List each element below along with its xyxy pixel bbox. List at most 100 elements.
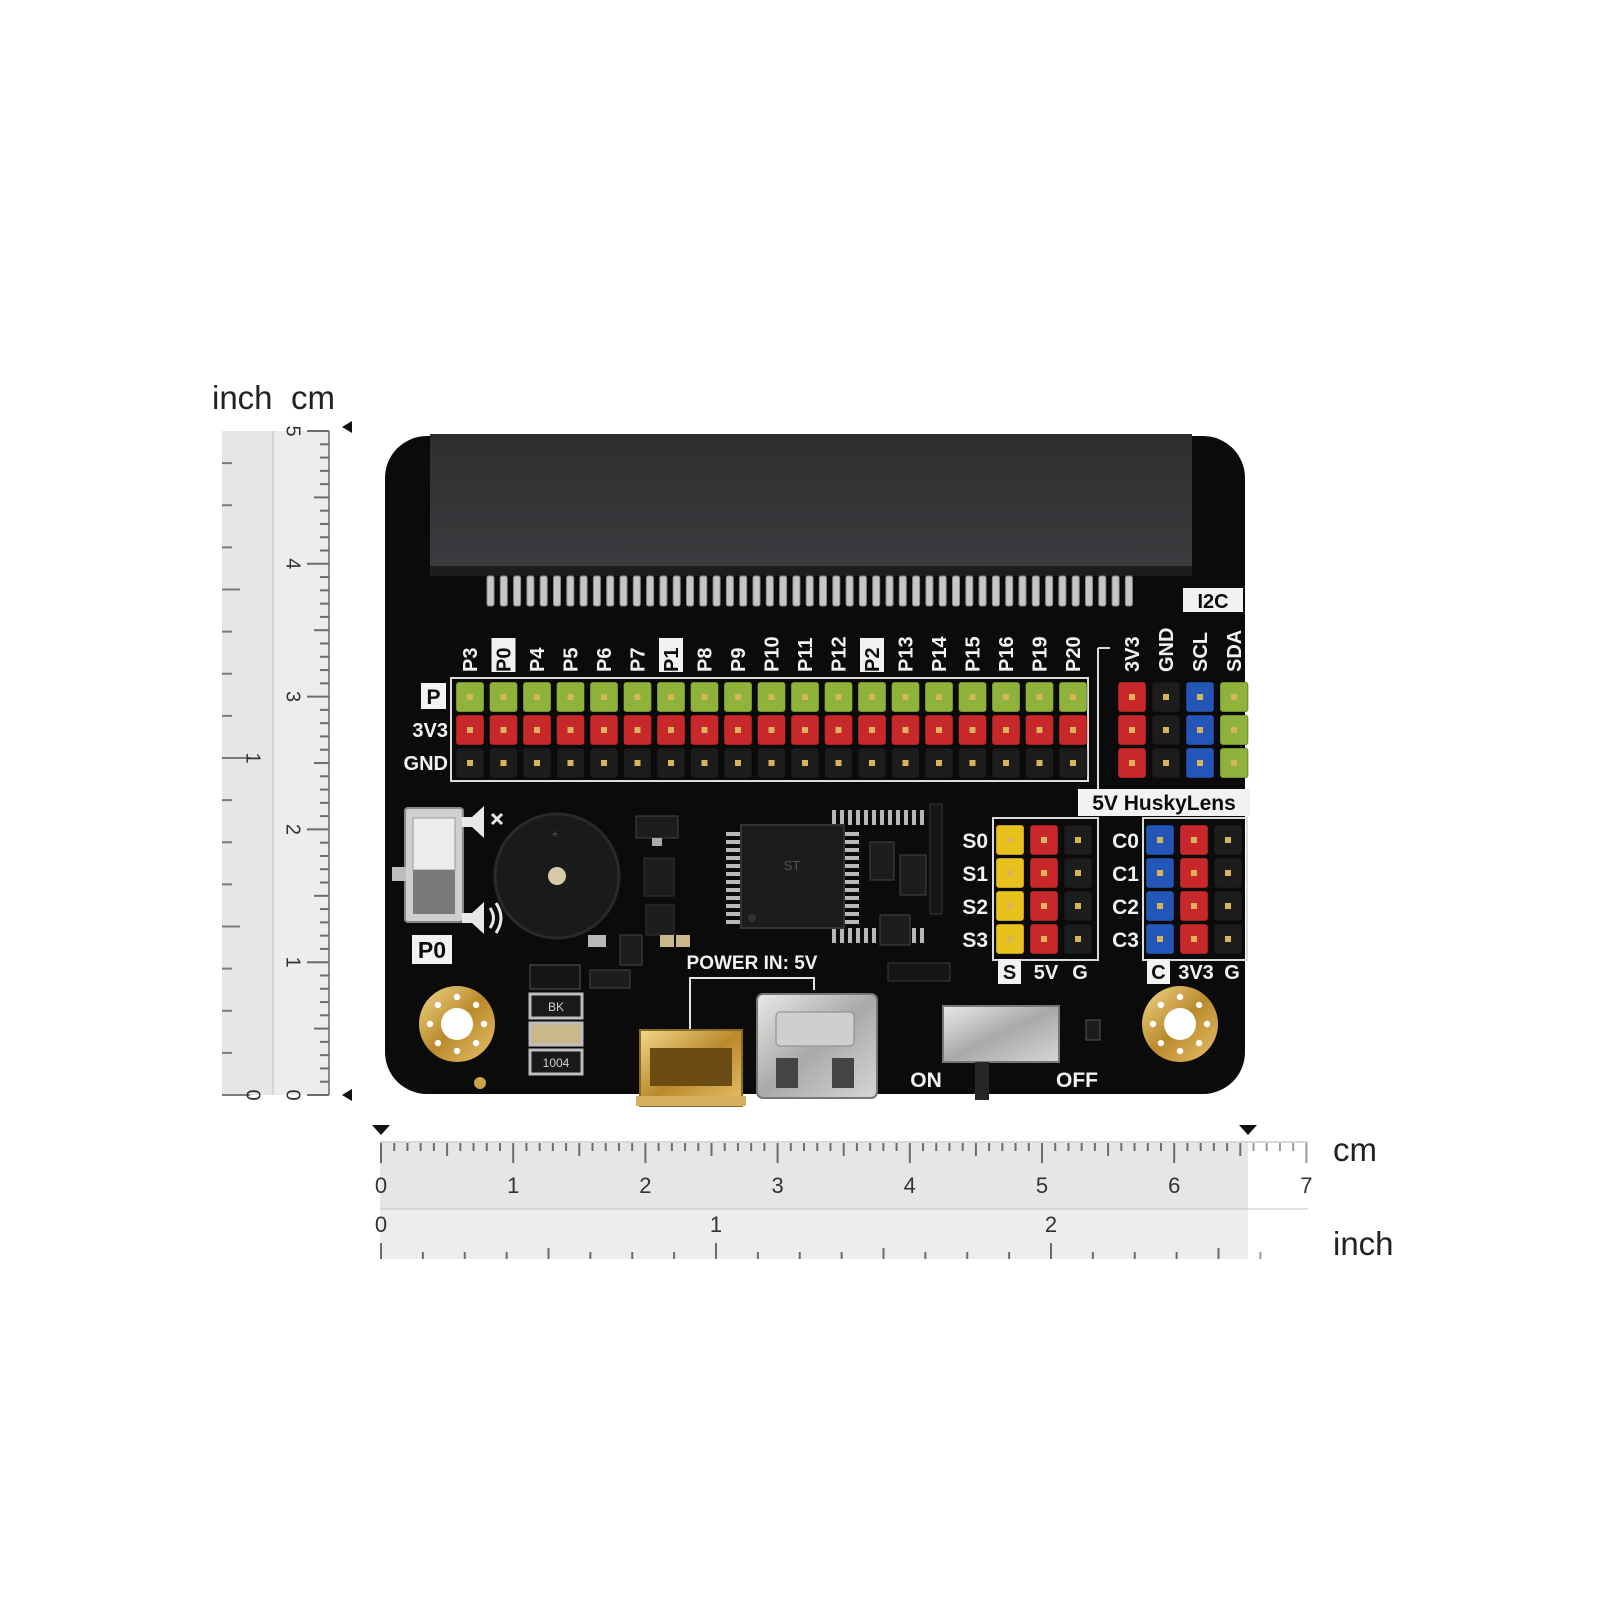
servo-pin[interactable]: [995, 923, 1025, 955]
servo-pin[interactable]: [1029, 857, 1059, 889]
i2c-channel-header[interactable]: [1145, 824, 1243, 955]
edge-connector-slot[interactable]: [430, 434, 1192, 576]
ground-pin[interactable]: [1025, 747, 1054, 779]
ground-pin[interactable]: [924, 747, 954, 779]
i2c-channel-pin[interactable]: [1179, 890, 1209, 922]
signal-pin[interactable]: [690, 681, 719, 713]
ground-pin[interactable]: [489, 747, 518, 779]
signal-pin[interactable]: [891, 681, 920, 713]
power-switch[interactable]: [942, 1005, 1060, 1100]
power-pin[interactable]: [690, 714, 719, 746]
power-pin[interactable]: [1058, 714, 1088, 746]
ground-pin[interactable]: [556, 747, 585, 779]
i2c-channel-pin[interactable]: [1179, 824, 1209, 856]
signal-pin[interactable]: [757, 681, 786, 713]
signal-pin[interactable]: [556, 681, 585, 713]
signal-pin[interactable]: [924, 681, 954, 713]
ground-pin[interactable]: [690, 747, 719, 779]
ground-pin[interactable]: [1058, 747, 1088, 779]
power-pin[interactable]: [991, 714, 1021, 746]
servo-pin[interactable]: [1029, 923, 1059, 955]
i2c-sda-pin[interactable]: [1219, 681, 1249, 713]
signal-pin[interactable]: [991, 681, 1021, 713]
p0-audio-switch[interactable]: [392, 807, 464, 923]
servo-pin[interactable]: [1029, 824, 1059, 856]
ground-pin[interactable]: [723, 747, 753, 779]
ground-pin[interactable]: [522, 747, 552, 779]
i2c-channel-pin[interactable]: [1145, 824, 1175, 856]
signal-pin[interactable]: [958, 681, 987, 713]
signal-pin[interactable]: [790, 681, 820, 713]
servo-pin[interactable]: [1063, 824, 1093, 856]
power-pin[interactable]: [556, 714, 585, 746]
i2c-channel-pin[interactable]: [1213, 857, 1243, 889]
signal-pin[interactable]: [489, 681, 518, 713]
signal-pin[interactable]: [1058, 681, 1088, 713]
signal-pin[interactable]: [857, 681, 887, 713]
ground-pin[interactable]: [891, 747, 920, 779]
i2c-channel-pin[interactable]: [1145, 890, 1175, 922]
signal-pin[interactable]: [623, 681, 652, 713]
signal-pin[interactable]: [1025, 681, 1054, 713]
i2c-pin-header[interactable]: [1117, 681, 1249, 779]
power-pin[interactable]: [589, 714, 619, 746]
i2c-sda-pin[interactable]: [1219, 714, 1249, 746]
ground-pin[interactable]: [455, 747, 485, 779]
power-pin[interactable]: [656, 714, 686, 746]
i2c-gnd-pin[interactable]: [1151, 747, 1181, 779]
i2c-3v3-pin[interactable]: [1117, 681, 1147, 713]
signal-pin[interactable]: [723, 681, 753, 713]
i2c-3v3-pin[interactable]: [1117, 747, 1147, 779]
power-pin[interactable]: [857, 714, 887, 746]
power-pin[interactable]: [455, 714, 485, 746]
i2c-channel-pin[interactable]: [1179, 923, 1209, 955]
signal-pin[interactable]: [656, 681, 686, 713]
i2c-gnd-pin[interactable]: [1151, 681, 1181, 713]
i2c-channel-pin[interactable]: [1213, 824, 1243, 856]
main-pin-header[interactable]: [455, 681, 1088, 779]
signal-pin[interactable]: [824, 681, 853, 713]
power-pin[interactable]: [723, 714, 753, 746]
i2c-channel-pin[interactable]: [1213, 923, 1243, 955]
power-pin[interactable]: [958, 714, 987, 746]
power-pin[interactable]: [790, 714, 820, 746]
power-pin[interactable]: [1025, 714, 1054, 746]
ground-pin[interactable]: [958, 747, 987, 779]
i2c-channel-pin[interactable]: [1145, 857, 1175, 889]
micro-usb-port[interactable]: [636, 1029, 746, 1107]
i2c-scl-pin[interactable]: [1185, 747, 1215, 779]
i2c-channel-pin[interactable]: [1213, 890, 1243, 922]
signal-pin[interactable]: [522, 681, 552, 713]
servo-pin[interactable]: [995, 890, 1025, 922]
i2c-3v3-pin[interactable]: [1117, 714, 1147, 746]
power-pin[interactable]: [623, 714, 652, 746]
i2c-channel-pin[interactable]: [1179, 857, 1209, 889]
i2c-gnd-pin[interactable]: [1151, 714, 1181, 746]
power-pin[interactable]: [824, 714, 853, 746]
ground-pin[interactable]: [824, 747, 853, 779]
ground-pin[interactable]: [623, 747, 652, 779]
signal-pin[interactable]: [589, 681, 619, 713]
usb-c-port[interactable]: [756, 993, 878, 1099]
i2c-scl-pin[interactable]: [1185, 714, 1215, 746]
servo-pin[interactable]: [1063, 857, 1093, 889]
servo-pin[interactable]: [1029, 890, 1059, 922]
servo-pin[interactable]: [1063, 923, 1093, 955]
ground-pin[interactable]: [656, 747, 686, 779]
power-pin[interactable]: [489, 714, 518, 746]
ground-pin[interactable]: [589, 747, 619, 779]
ground-pin[interactable]: [857, 747, 887, 779]
power-pin[interactable]: [924, 714, 954, 746]
signal-pin[interactable]: [455, 681, 485, 713]
servo-pin[interactable]: [995, 824, 1025, 856]
power-pin[interactable]: [757, 714, 786, 746]
servo-pin-header[interactable]: [995, 824, 1093, 955]
i2c-sda-pin[interactable]: [1219, 747, 1249, 779]
i2c-scl-pin[interactable]: [1185, 681, 1215, 713]
ground-pin[interactable]: [991, 747, 1021, 779]
power-pin[interactable]: [891, 714, 920, 746]
servo-pin[interactable]: [1063, 890, 1093, 922]
servo-pin[interactable]: [995, 857, 1025, 889]
ground-pin[interactable]: [757, 747, 786, 779]
i2c-channel-pin[interactable]: [1145, 923, 1175, 955]
